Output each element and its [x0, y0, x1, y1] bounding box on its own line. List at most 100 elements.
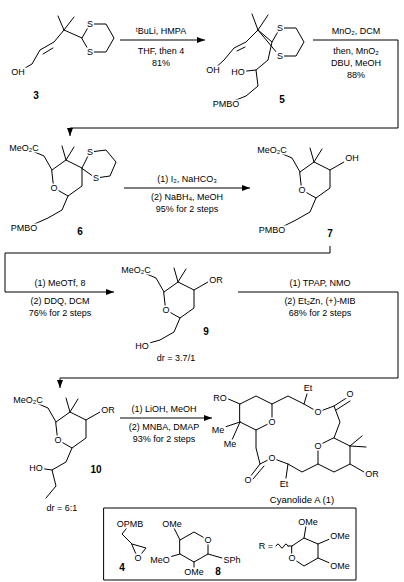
reagent-condition: (2) DDQ, DCM: [30, 297, 91, 306]
atom-label: O: [203, 536, 212, 545]
atom-label: HO: [230, 68, 246, 77]
atom-label: OMe: [329, 562, 351, 571]
atom-label: HO: [28, 464, 44, 473]
compound-number: 4: [118, 563, 126, 573]
compound-structure: R =OMeOMeOMeO: [256, 516, 354, 574]
atom-label: OH: [205, 66, 221, 75]
reagent-condition: 93% for 2 steps: [132, 435, 197, 444]
atom-label: R =: [258, 542, 274, 551]
bond-lines: [34, 398, 100, 498]
compound-structure: 9 MeO₂C O OR HO dr = 3.7/1: [114, 258, 238, 365]
atom-label: S: [92, 174, 100, 183]
bond-lines: [213, 14, 304, 104]
reaction-arrow: [120, 418, 212, 419]
atom-label: MeO₂C: [8, 144, 40, 153]
atom-label: Et: [279, 480, 290, 489]
compound-structure: 7MeO₂COOHPMBO: [250, 138, 368, 246]
reagent-condition: THF, then 4: [137, 47, 186, 56]
reagent-label: ᵗBuLi, HMPA: [135, 27, 187, 36]
atom-label: OPMB: [116, 520, 145, 529]
atom-label: SPh: [222, 556, 241, 565]
reaction-arrow: [120, 40, 205, 41]
bond-lines: [278, 148, 344, 228]
atom-label: S: [86, 20, 94, 29]
compound-number: 7: [326, 229, 334, 239]
atom-label: OMe: [297, 518, 319, 527]
atom-label: S: [276, 24, 284, 33]
atom-label: dr = 3.7/1: [156, 354, 196, 363]
reagent-condition: 81%: [151, 59, 171, 68]
atom-label: S: [86, 48, 94, 57]
compound-structure: 6 MeO₂C O PMBO S S: [4, 136, 124, 240]
atom-label: PMBO: [258, 226, 287, 235]
compound-number: 10: [89, 465, 102, 475]
atom-label: Me: [223, 440, 238, 449]
compound-number: 9: [202, 327, 210, 337]
atom-label: O: [287, 554, 296, 563]
atom-label: OR: [364, 470, 380, 479]
reagent-condition: then, MnO₂: [332, 47, 380, 56]
compound-structure: 3OHSS: [4, 8, 120, 104]
atom-label: HO: [134, 342, 150, 351]
reaction-arrow: [124, 188, 250, 189]
reagent-label: (1) I₂, NaHCO₃: [156, 175, 218, 184]
bond-lines: [142, 268, 208, 344]
atom-label: Et: [303, 384, 314, 393]
compound-structure: 10MeO₂COORHOdr = 6:1: [8, 388, 120, 515]
reagent-condition: DBU, MeOH: [330, 59, 382, 68]
atom-label: PMBO: [212, 100, 241, 109]
atom-label: O: [53, 436, 62, 445]
reagent-label: (1) LiOH, MeOH: [130, 405, 197, 414]
atom-label: O: [243, 476, 252, 485]
atom-label: O: [49, 184, 58, 193]
bond-lines: [30, 146, 116, 226]
compound-structure: 4 OPMB O: [112, 516, 162, 576]
compound-number: 6: [76, 227, 84, 237]
atom-label: O: [133, 554, 142, 563]
compound-structure: Cyanolide A (1)ROMeMeOEtOOOOROOEt: [212, 384, 394, 508]
atom-label: OMe: [329, 532, 351, 541]
atom-label: MeO₂C: [12, 396, 44, 405]
bond-lines: [122, 524, 332, 570]
bond-lines: [18, 16, 114, 72]
atom-label: OH: [344, 154, 360, 163]
atom-label: OMe: [161, 520, 183, 529]
atom-label: RO: [212, 394, 228, 403]
atom-label: MeO: [149, 556, 171, 565]
reagent-box-frame: [104, 508, 356, 580]
compound-structure: 8OMeMeOOMeSPhO: [152, 516, 244, 579]
reagent-condition: (2) Et₂Zn, (+)-MIB: [283, 297, 356, 306]
reaction-arrow: [60, 292, 398, 388]
atom-label: OR: [208, 276, 224, 285]
atom-label: O: [297, 186, 306, 195]
reagent-condition: 88%: [346, 71, 366, 80]
atom-label: MeO₂C: [120, 266, 152, 275]
atom-label: Me: [211, 426, 226, 435]
compound-number: 5: [278, 95, 286, 105]
compound-name: Cyanolide A (1): [269, 495, 335, 505]
reagent-label: (1) MeOTf, 8: [33, 279, 86, 288]
atom-label: O: [161, 306, 170, 315]
atom-label: OH: [10, 68, 26, 77]
reagent-condition: (2) MNBA, DMAP: [128, 423, 201, 432]
compound-structure: 5 OH HO PMBO S S: [205, 6, 313, 111]
reagent-label: MnO₂, DCM: [331, 27, 382, 36]
bond-lines: [222, 394, 366, 479]
atom-label: OMe: [183, 568, 205, 577]
compound-number: 8: [214, 567, 222, 577]
atom-label: S: [276, 52, 284, 61]
atom-label: O: [345, 390, 354, 399]
reagent-label: (1) TPAP, NMO: [288, 279, 351, 288]
reagent-condition: 76% for 2 steps: [28, 309, 93, 318]
atom-label: O: [267, 418, 276, 427]
reaction-arrow: [5, 246, 330, 292]
reagent-condition: (2) NaBH₄, MeOH: [150, 193, 224, 202]
atom-label: O: [267, 454, 276, 463]
atom-label: PMBO: [10, 224, 39, 233]
atom-label: O: [313, 442, 322, 451]
reaction-arrow: [70, 40, 398, 136]
atom-label: S: [86, 148, 94, 157]
